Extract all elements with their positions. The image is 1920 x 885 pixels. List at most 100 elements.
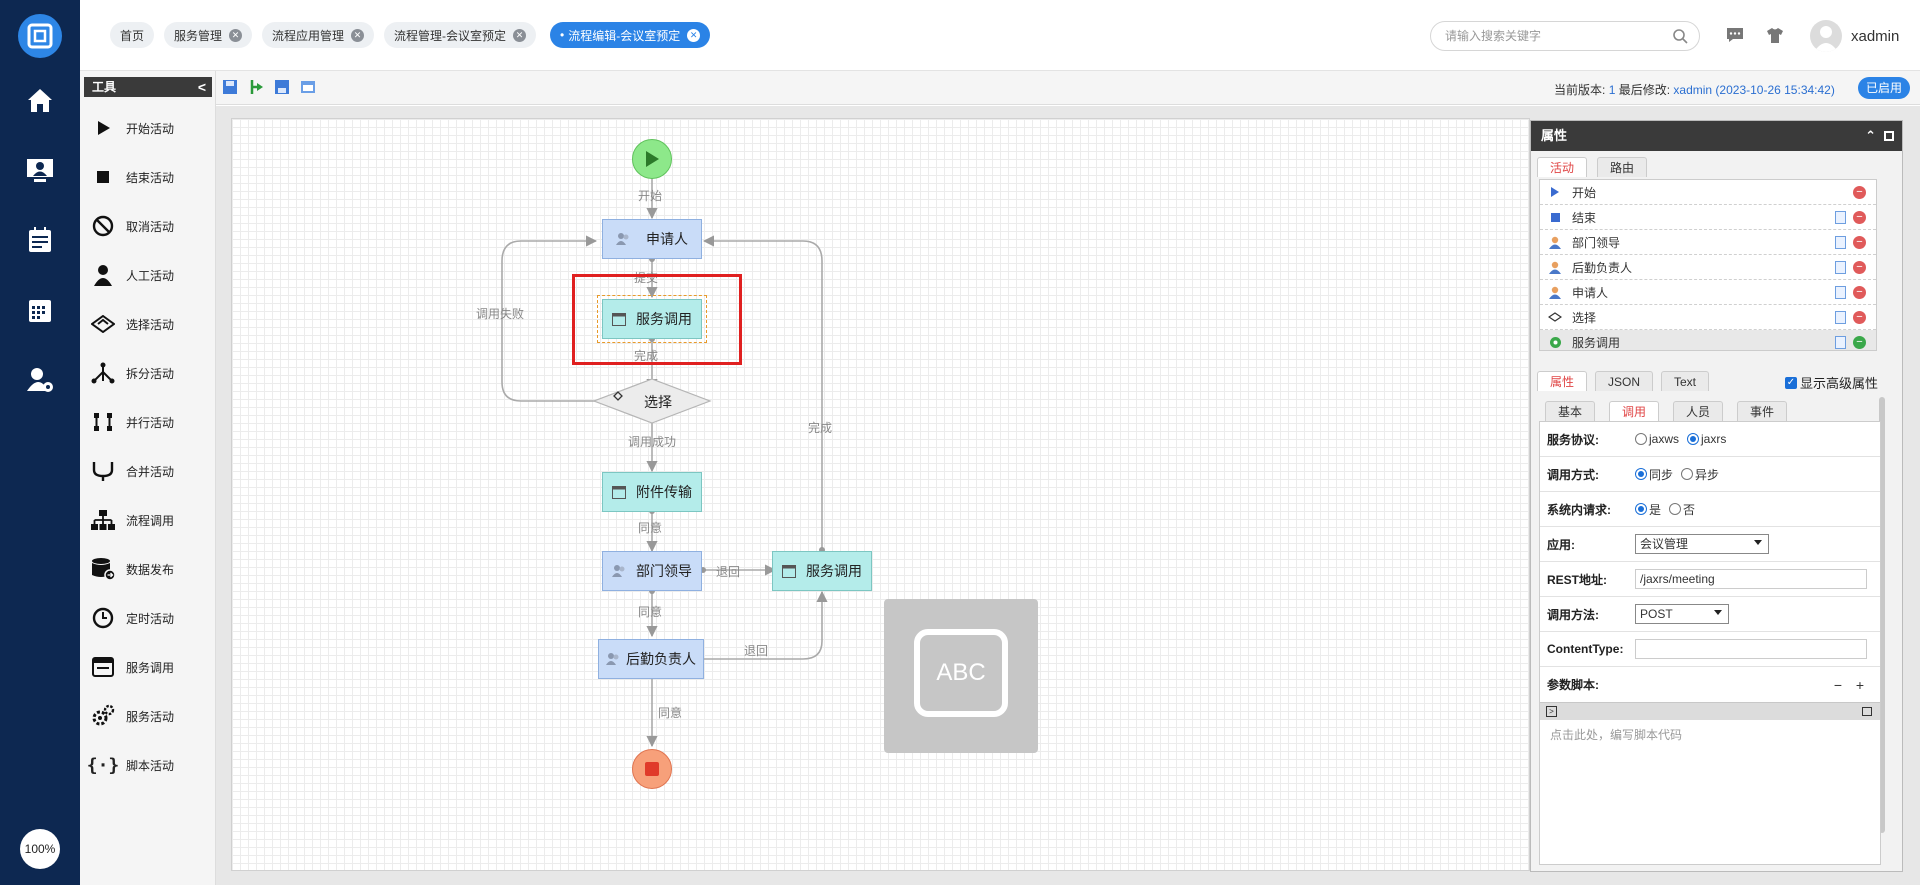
http-method-select[interactable]: POST (1635, 604, 1729, 624)
delete-icon[interactable]: − (1853, 336, 1866, 349)
tool-merge-activity[interactable]: 合并活动 (90, 457, 174, 485)
view-icon[interactable] (300, 79, 316, 95)
list-item-end[interactable]: 结束− (1540, 205, 1876, 230)
radio-sync[interactable]: 同步 (1635, 466, 1673, 483)
radio-checked-icon[interactable] (1635, 503, 1647, 515)
restore-icon[interactable] (1862, 707, 1872, 716)
tool-data-publish[interactable]: 数据发布 (90, 555, 174, 583)
plus-icon[interactable]: + (1855, 676, 1864, 693)
delete-icon[interactable]: − (1853, 311, 1866, 324)
avatar[interactable] (1810, 20, 1842, 52)
save-as-icon[interactable] (274, 79, 290, 95)
save-icon[interactable] (222, 79, 238, 95)
copy-icon[interactable] (1835, 261, 1846, 274)
collapse-icon[interactable]: < (197, 79, 206, 95)
nav-user-monitor[interactable] (0, 140, 80, 200)
tool-parallel-activity[interactable]: 并行活动 (90, 408, 174, 436)
search-input[interactable] (1430, 21, 1700, 51)
radio-icon[interactable] (1635, 433, 1647, 445)
tool-service-activity[interactable]: 服务活动 (90, 702, 174, 730)
tool-choice-activity[interactable]: 选择活动 (90, 310, 174, 338)
nav-calendar[interactable] (0, 280, 80, 340)
copy-icon[interactable] (1835, 286, 1846, 299)
nav-user-settings[interactable] (0, 350, 80, 410)
tab-text[interactable]: Text (1661, 371, 1710, 391)
subtab-people[interactable]: 人员 (1673, 401, 1724, 421)
tool-start-activity[interactable]: 开始活动 (90, 114, 174, 142)
radio-async[interactable]: 异步 (1681, 466, 1719, 483)
delete-icon[interactable]: − (1853, 211, 1866, 224)
list-item-dept-leader[interactable]: 部门领导− (1540, 230, 1876, 255)
node-logistics[interactable]: 后勤负责人 (598, 639, 704, 679)
node-service-call-2[interactable]: 服务调用 (772, 551, 872, 591)
skin-icon[interactable] (1766, 27, 1784, 44)
delete-icon[interactable]: − (1853, 286, 1866, 299)
tool-manual-activity[interactable]: 人工活动 (90, 261, 174, 289)
subtab-invoke[interactable]: 调用 (1609, 401, 1660, 421)
copy-icon[interactable] (1835, 311, 1846, 324)
node-attachment-transfer[interactable]: 附件传输 (602, 472, 702, 512)
radio-no[interactable]: 否 (1669, 501, 1695, 518)
close-icon[interactable]: ✕ (687, 28, 701, 42)
tool-flow-call[interactable]: 流程调用 (90, 506, 174, 534)
node-dept-leader[interactable]: 部门领导 (602, 551, 702, 591)
node-service-call-1[interactable]: 服务调用 (602, 299, 702, 339)
radio-icon[interactable] (1669, 503, 1682, 515)
list-item-applicant[interactable]: 申请人− (1540, 280, 1876, 305)
tab-flow-edit[interactable]: •流程编辑-会议室预定✕ (550, 22, 711, 48)
delete-icon[interactable]: − (1853, 236, 1866, 249)
close-icon[interactable]: ✕ (351, 28, 365, 42)
minus-icon[interactable]: − (1833, 676, 1842, 693)
delete-icon[interactable]: − (1853, 261, 1866, 274)
subtab-basic[interactable]: 基本 (1545, 401, 1596, 421)
tool-cancel-activity[interactable]: 取消活动 (90, 212, 174, 240)
close-icon[interactable]: ✕ (513, 28, 526, 42)
zoom-level[interactable]: 100% (20, 829, 60, 869)
tool-split-activity[interactable]: 拆分活动 (90, 359, 174, 387)
checkbox-checked-icon[interactable]: ✓ (1785, 376, 1797, 389)
tab-service-mgmt[interactable]: 服务管理✕ (164, 22, 253, 48)
start-node[interactable] (632, 139, 672, 179)
radio-checked-icon[interactable] (1635, 468, 1647, 480)
radio-icon[interactable] (1681, 468, 1694, 480)
maximize-icon[interactable] (1884, 131, 1894, 141)
tab-properties[interactable]: 属性 (1537, 371, 1588, 391)
script-editor-hint[interactable]: 点击此处，编写脚本代码 (1550, 728, 1683, 742)
node-choice[interactable] (592, 377, 712, 425)
tab-home[interactable]: 首页 (110, 22, 155, 48)
publish-icon[interactable] (248, 79, 264, 95)
list-item-choice[interactable]: 选择− (1540, 305, 1876, 330)
tool-script-activity[interactable]: {·}脚本活动 (87, 751, 174, 779)
tab-flow-app-mgmt[interactable]: 流程应用管理✕ (262, 22, 375, 48)
radio-jaxws[interactable]: jaxws (1635, 432, 1679, 446)
flow-canvas[interactable]: 开始 申请人 提交 服务调用 完成 调用失败 选择 调用成功 完成 附件传输 同… (231, 118, 1530, 871)
copy-icon[interactable] (1835, 236, 1846, 249)
copy-icon[interactable] (1835, 336, 1846, 349)
search-icon[interactable] (1672, 28, 1688, 44)
close-icon[interactable]: ✕ (229, 28, 243, 42)
tab-json[interactable]: JSON (1595, 371, 1654, 391)
nav-home[interactable] (0, 70, 80, 130)
radio-checked-icon[interactable] (1687, 433, 1700, 445)
rest-url-input[interactable]: /jaxrs/meeting (1635, 569, 1867, 589)
status-badge[interactable]: 已启用 (1858, 77, 1910, 99)
radio-jaxrs[interactable]: jaxrs (1687, 432, 1726, 446)
tab-activities[interactable]: 活动 (1537, 157, 1588, 177)
nav-calendar-list[interactable] (0, 210, 80, 270)
message-icon[interactable] (1726, 27, 1744, 43)
radio-yes[interactable]: 是 (1635, 501, 1661, 518)
tab-flow-mgmt[interactable]: 流程管理-会议室预定✕ (384, 22, 536, 48)
content-type-input[interactable] (1635, 639, 1867, 659)
terminal-icon[interactable]: > (1546, 706, 1557, 717)
list-item-start[interactable]: 开始− (1540, 180, 1876, 205)
chevron-up-icon[interactable]: ⌃ (1865, 128, 1876, 143)
tab-routes[interactable]: 路由 (1597, 157, 1648, 177)
show-advanced-toggle[interactable]: ✓ 显示高级属性 (1785, 376, 1879, 391)
copy-icon[interactable] (1835, 211, 1846, 224)
node-applicant[interactable]: 申请人 (602, 219, 702, 259)
list-item-service-call[interactable]: 服务调用− (1540, 330, 1876, 350)
tool-end-activity[interactable]: 结束活动 (90, 163, 174, 191)
scrollbar[interactable] (1879, 397, 1885, 833)
application-select[interactable]: 会议管理 (1635, 534, 1769, 554)
subtab-events[interactable]: 事件 (1737, 401, 1788, 421)
